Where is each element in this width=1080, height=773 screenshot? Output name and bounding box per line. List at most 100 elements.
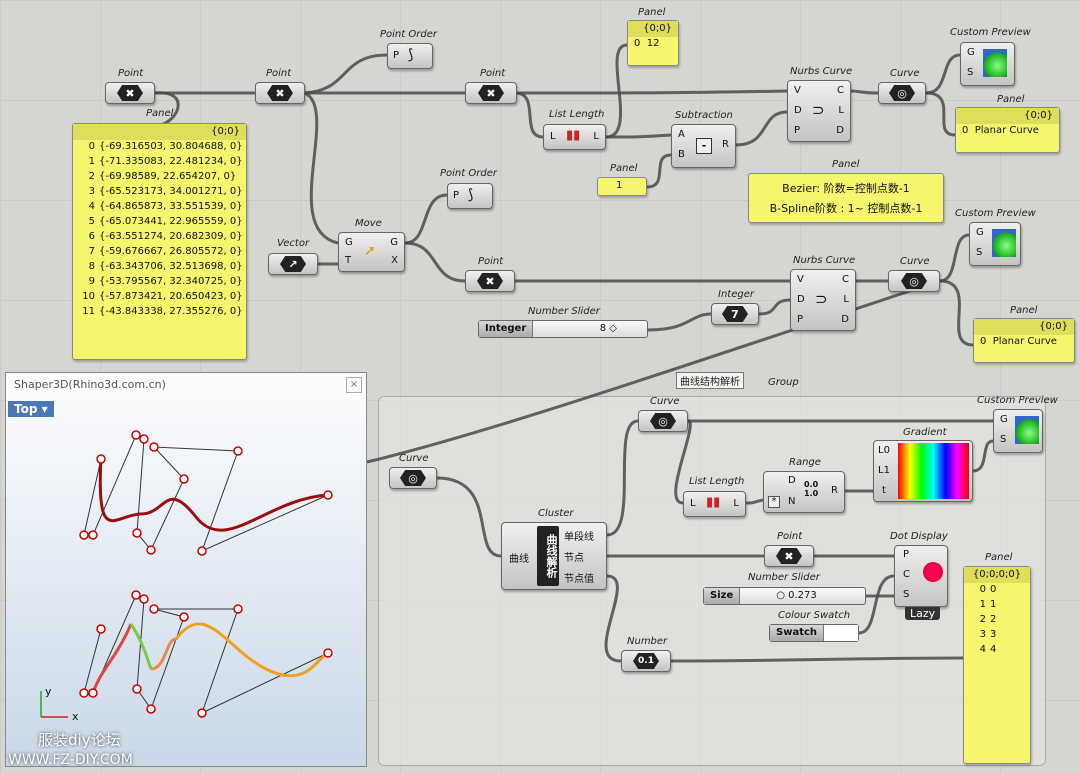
point-x-icon: ✖ [776, 548, 802, 564]
port-d[interactable]: D [794, 105, 802, 116]
colour-swatch[interactable]: Swatch [769, 624, 859, 642]
number-param[interactable]: 0.1 [621, 650, 671, 672]
point-x-icon: ✖ [477, 273, 503, 289]
curve-param-3[interactable]: ◎ [389, 467, 437, 489]
port-b[interactable]: B [678, 149, 685, 160]
port-d[interactable]: D [797, 294, 805, 305]
panel-planar-1[interactable]: {0;0}0 Planar Curve [955, 107, 1060, 153]
viewport-canvas[interactable]: Top ▾ y x [6, 399, 366, 766]
port-c[interactable]: C [837, 85, 844, 96]
panel-count[interactable]: {0;0}0 12 [627, 20, 679, 66]
port-r[interactable]: R [831, 485, 838, 496]
port-r[interactable]: R [722, 139, 729, 150]
port-c[interactable]: C [842, 274, 849, 285]
port-g[interactable]: G [967, 47, 975, 58]
port-l[interactable]: L [690, 498, 696, 509]
curve-param-1[interactable]: ◎ [878, 82, 926, 104]
vector-param[interactable]: ↗ [268, 253, 318, 275]
port-p[interactable]: P [393, 50, 400, 61]
point-param-1[interactable]: ✖ [105, 82, 155, 104]
point-order-2[interactable]: P⟆ [447, 183, 493, 209]
gradient-swatch[interactable] [898, 443, 969, 499]
port-p[interactable]: P [453, 190, 460, 201]
port-l-out[interactable]: L [593, 131, 599, 142]
curve-param-2[interactable]: ◎ [888, 270, 940, 292]
port-g-out[interactable]: G [390, 237, 398, 248]
rhino-viewport-window[interactable]: Shaper3D(Rhino3d.com.cn)× Top ▾ y x [5, 372, 367, 767]
close-icon[interactable]: × [346, 377, 362, 393]
cluster-component[interactable]: 曲线 曲线解析 单段线 节点 节点值 [501, 522, 607, 590]
port-v[interactable]: V [797, 274, 804, 285]
port-n[interactable]: N [788, 496, 796, 507]
port-d[interactable]: D [788, 475, 796, 486]
port-g[interactable]: G [1000, 414, 1008, 425]
port-x[interactable]: X [391, 255, 398, 266]
custom-preview-label: Custom Preview [977, 395, 1058, 406]
port-s[interactable]: S [903, 589, 910, 600]
port-s[interactable]: S [967, 67, 974, 78]
port-l[interactable]: L [838, 105, 844, 116]
port-t[interactable]: t [882, 485, 886, 496]
list-length-2[interactable]: L▮▮L [683, 491, 746, 517]
swatch-name: Swatch [770, 625, 825, 641]
view-tab-top[interactable]: Top ▾ [8, 401, 54, 417]
slider-value[interactable]: 8 ◇ [599, 323, 617, 334]
port-d-out[interactable]: D [836, 125, 844, 136]
port-g[interactable]: G [345, 237, 353, 248]
curve-param-4[interactable]: ◎ [638, 410, 688, 432]
port-l0[interactable]: L0 [878, 445, 890, 456]
swatch-color[interactable] [824, 625, 858, 641]
preview-sphere-icon [1015, 416, 1039, 444]
port-p[interactable]: P [794, 125, 801, 136]
size-slider[interactable]: Size○ 0.273 [703, 587, 866, 605]
viewport-titlebar[interactable]: Shaper3D(Rhino3d.com.cn)× [6, 373, 366, 399]
port-p[interactable]: P [797, 314, 804, 325]
axis-x-label: x [72, 710, 79, 723]
group-name[interactable]: 曲线结构解析 [676, 372, 744, 389]
point-param-5[interactable]: ✖ [764, 545, 814, 567]
port-l[interactable]: L [550, 131, 556, 142]
port-l[interactable]: L [843, 294, 849, 305]
integer-param[interactable]: 7 [711, 303, 759, 325]
port-t[interactable]: T [345, 255, 352, 266]
port-knot-values[interactable]: 节点值 [564, 574, 594, 585]
port-a[interactable]: A [678, 129, 685, 140]
port-d-out[interactable]: D [841, 314, 849, 325]
port-knots[interactable]: 节点 [564, 553, 584, 564]
panel-one[interactable]: 1 [597, 177, 647, 196]
point-param-3[interactable]: ✖ [465, 82, 517, 104]
port-p[interactable]: P [903, 549, 910, 560]
port-v[interactable]: V [794, 85, 801, 96]
port-s[interactable]: S [976, 247, 983, 258]
point-param-2[interactable]: ✖ [255, 82, 305, 104]
point-order-1[interactable]: P⟆ [387, 43, 433, 69]
port-s[interactable]: S [1000, 434, 1007, 445]
panel-row: 0 Planar Curve [962, 125, 1039, 136]
list-length-1[interactable]: L▮▮L [543, 124, 606, 150]
slider-value[interactable]: ○ 0.273 [776, 590, 817, 601]
port-c[interactable]: C [903, 569, 910, 580]
port-curve-input[interactable]: 曲线 [509, 554, 529, 565]
panel-planar-2[interactable]: {0;0}0 Planar Curve [973, 318, 1075, 363]
point-label: Point [266, 68, 292, 79]
port-l-out[interactable]: L [733, 498, 739, 509]
port-segments[interactable]: 单段线 [564, 532, 594, 543]
port-g[interactable]: G [976, 227, 984, 238]
port-l1[interactable]: L1 [878, 465, 890, 476]
range-label: Range [789, 457, 821, 468]
point-param-4[interactable]: ✖ [465, 270, 515, 292]
panel-points[interactable]: {0;0} 0{-69.316503, 30.804688, 0}1{-71.3… [72, 123, 247, 360]
